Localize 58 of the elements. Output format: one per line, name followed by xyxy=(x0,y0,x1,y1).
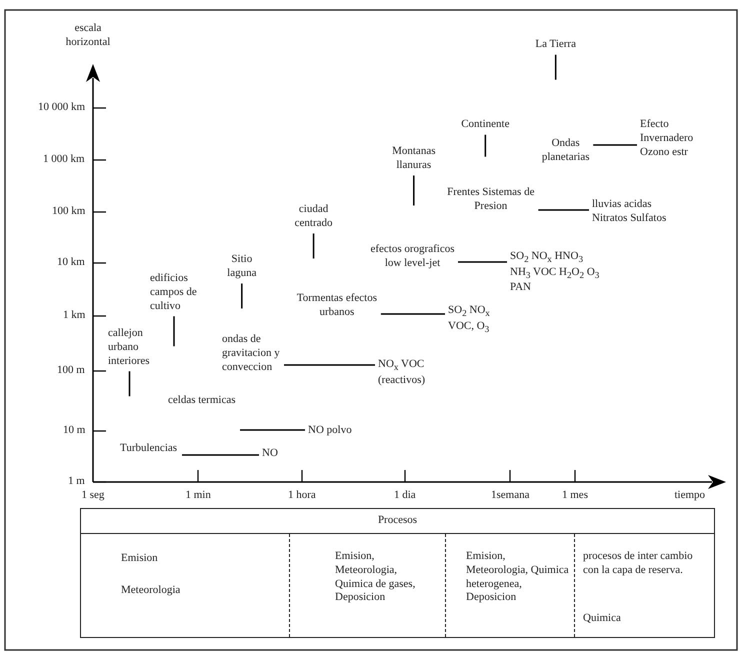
axis-title: escala horizontal xyxy=(64,22,112,50)
tick-label: 10 km xyxy=(57,256,85,270)
connector-line xyxy=(182,454,259,456)
scale-label: ciudad centrado xyxy=(294,203,334,230)
leader-line xyxy=(241,284,243,308)
tick-label: 1 seg xyxy=(82,489,104,503)
cell-text: Meteorologia xyxy=(121,584,182,598)
scale-label: SO$_{2}$ NO$_{x}$ HNO$_{3}$ NH$_{3}$ VOC H$_{2}$O$_{2}$ O$_{3}$ PAN xyxy=(510,250,601,296)
tick-label: 1 dia xyxy=(394,489,416,503)
scale-label: NO$_{x}$ VOC (reactivos) xyxy=(378,358,427,388)
leader-line xyxy=(173,316,175,346)
tick-label: 1 m xyxy=(68,475,85,489)
leader-line xyxy=(413,176,415,206)
connector-line xyxy=(593,144,637,146)
cell-text: Emision, Meteorologia, Quimica de gases, Deposicion xyxy=(335,550,416,605)
leader-line xyxy=(554,54,556,80)
scale-label: Tormentas efectos urbanos xyxy=(296,292,378,320)
scale-label: callejon urbano interiores xyxy=(108,327,151,368)
tick-label: 10 000 km xyxy=(38,101,86,115)
leader-line xyxy=(312,234,314,258)
tick-label: 10 m xyxy=(63,424,86,438)
scale-label: edificios campos de cultivo xyxy=(150,272,198,314)
connector-line xyxy=(380,313,445,315)
cell-text: Emision, Meteorologia, Quimica heterogenea, Deposicion xyxy=(466,550,570,605)
scale-label: celdas termicas xyxy=(168,394,237,408)
tick-label: 1semana xyxy=(491,489,530,503)
cell-text: procesos de inter cambio con la capa de reserva. xyxy=(583,550,694,578)
leader-line xyxy=(128,371,130,396)
scale-label: Turbulencias xyxy=(120,442,179,456)
tick-label: 1 mes xyxy=(562,489,588,503)
table-header: Procesos xyxy=(81,509,714,534)
leader-line xyxy=(484,134,486,157)
scale-label: Sitio laguna xyxy=(226,253,258,280)
axis-title: tiempo xyxy=(674,489,706,503)
scale-label: La Tierra xyxy=(534,38,577,52)
scale-label: NO polvo xyxy=(308,424,353,438)
connector-line xyxy=(458,261,507,263)
tick-label: 1 min xyxy=(186,489,211,503)
connector-line xyxy=(538,209,589,211)
tick-label: 1 km xyxy=(63,309,86,323)
scale-label: NO xyxy=(262,447,279,461)
scale-label: lluvias acidas Nitratos Sulfatos xyxy=(592,198,668,226)
scale-label: Montanas llanuras xyxy=(391,145,436,172)
scale-label: Continente xyxy=(460,118,510,132)
cell-text: Emision xyxy=(121,552,159,566)
scale-label: efectos orograficos low level-jet xyxy=(370,243,455,270)
connector-line xyxy=(284,364,375,366)
connector-line xyxy=(240,429,305,431)
scale-label: ondas de gravitacion y conveccion xyxy=(222,333,281,374)
scale-label: Frentes Sistemas de Presion xyxy=(446,186,536,214)
tick-label: 1 hora xyxy=(288,489,316,503)
cell-text: Quimica xyxy=(583,612,622,626)
scale-label: Efecto Invernadero Ozono estr xyxy=(640,118,695,160)
scale-label: SO$_{2}$ NO$_{x}$ VOC, O$_{3}$ xyxy=(448,304,491,336)
scale-label: Ondas planetarias xyxy=(541,137,590,164)
tick-label: 1 000 km xyxy=(43,153,85,167)
tick-label: 100 m xyxy=(57,364,85,378)
tick-label: 100 km xyxy=(52,205,86,219)
